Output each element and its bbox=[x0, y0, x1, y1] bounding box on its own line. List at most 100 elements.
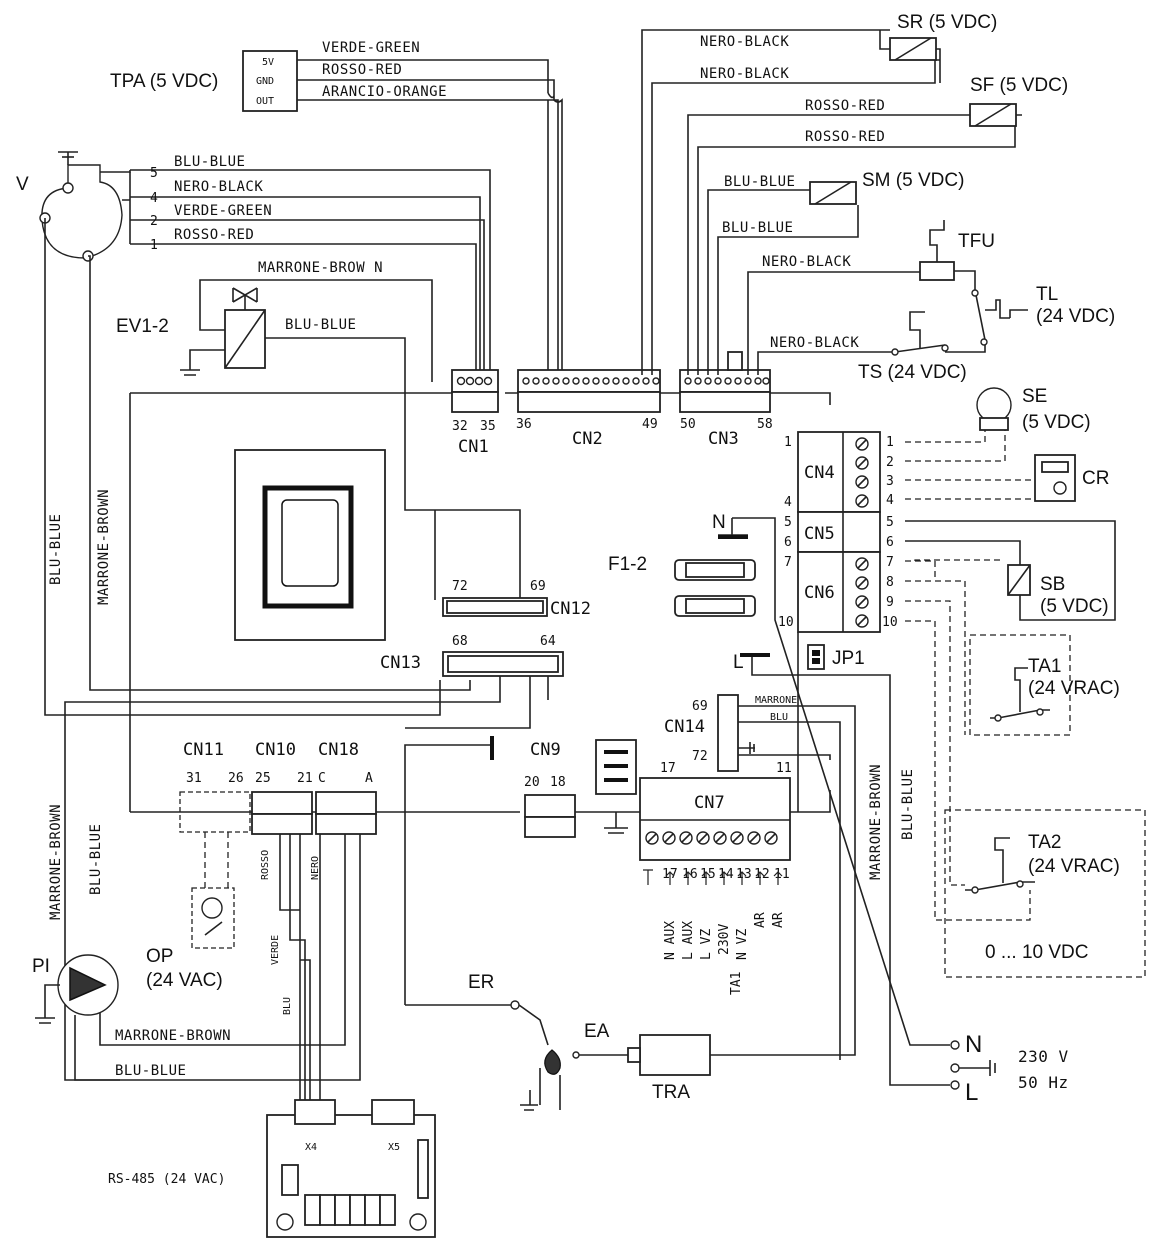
se-sensor bbox=[976, 387, 1012, 423]
cn12-label: CN12 bbox=[550, 599, 591, 619]
cn9-pin-b: 18 bbox=[550, 775, 566, 790]
x5-connector bbox=[371, 1099, 415, 1125]
cn4-screws bbox=[855, 437, 869, 508]
svg-text:N AUX: N AUX bbox=[663, 921, 678, 960]
cn13-label: CN13 bbox=[380, 653, 421, 673]
f12-label: F1-2 bbox=[608, 554, 647, 575]
op-volt: (24 VAC) bbox=[146, 970, 223, 991]
sm-label: SM (5 VDC) bbox=[862, 170, 964, 191]
wire-rosso-x4: ROSSO bbox=[260, 850, 271, 880]
svg-text:L VZ: L VZ bbox=[699, 929, 714, 960]
relay-block bbox=[595, 739, 637, 795]
wire-nero-fan: NERO-BLACK bbox=[174, 179, 263, 195]
wire-verde-tpa: VERDE-GREEN bbox=[322, 40, 420, 56]
mains-n: N bbox=[965, 1031, 982, 1058]
wire-rosso-tpa: ROSSO-RED bbox=[322, 62, 402, 78]
wire-blu-x4: BLU bbox=[282, 997, 293, 1015]
cn11-pin-a: 31 bbox=[186, 771, 202, 786]
cn11-label: CN11 bbox=[183, 740, 224, 760]
mains-frequency: 50 Hz bbox=[1018, 1073, 1069, 1092]
rs485-terminals bbox=[304, 1194, 396, 1226]
cr-label: CR bbox=[1082, 468, 1109, 489]
cn5-label: CN5 bbox=[804, 524, 835, 544]
jp1-jumper bbox=[807, 644, 825, 670]
jp1-label: JP1 bbox=[832, 648, 865, 669]
ev12-label: EV1-2 bbox=[116, 316, 169, 337]
tfu-thermostat bbox=[919, 261, 955, 281]
wire-blu-bottom: BLU-BLUE bbox=[115, 1063, 186, 1079]
wire-blu-cn14: BLU bbox=[770, 712, 788, 723]
svg-text:L AUX: L AUX bbox=[681, 921, 696, 960]
svg-text:5: 5 bbox=[886, 515, 894, 530]
svg-text:7: 7 bbox=[886, 555, 894, 570]
cn9-label: CN9 bbox=[530, 740, 561, 760]
n-label-board: N bbox=[712, 512, 726, 533]
cn18-connector bbox=[315, 791, 377, 815]
tl-label: TL bbox=[1036, 284, 1058, 305]
wire-nero-sr1: NERO-BLACK bbox=[700, 34, 789, 50]
cn3-label: CN3 bbox=[708, 429, 739, 449]
fan-v-label: V bbox=[16, 174, 29, 195]
cn3-pins bbox=[684, 377, 770, 385]
l-label-board: L bbox=[733, 652, 744, 673]
cn6-screws bbox=[855, 557, 869, 628]
cn1-label: CN1 bbox=[458, 437, 489, 457]
sr-label: SR (5 VDC) bbox=[897, 12, 997, 33]
wire-marrone-pump: MARRONE-BROWN bbox=[48, 804, 64, 920]
svg-text:4: 4 bbox=[886, 493, 894, 508]
cn6-label: CN6 bbox=[804, 583, 835, 603]
cn5-terminal bbox=[797, 511, 881, 553]
svg-text:9: 9 bbox=[886, 595, 894, 610]
cn18-label: CN18 bbox=[318, 740, 359, 760]
cn12-pin-a: 72 bbox=[452, 579, 468, 594]
cn14-connector bbox=[717, 694, 739, 772]
ts-label: TS (24 VDC) bbox=[858, 362, 967, 383]
wire-marrone-main: MARRONE-BROWN bbox=[868, 764, 884, 880]
wire-blu-main: BLU-BLUE bbox=[900, 769, 916, 840]
cn13-pin-b: 64 bbox=[540, 634, 556, 649]
wire-marrone-cn14: MARRONE bbox=[755, 695, 797, 706]
cn9-connector bbox=[524, 794, 576, 818]
wire-marrone-bottom: MARRONE-BROWN bbox=[115, 1028, 231, 1044]
svg-text:230V: 230V bbox=[717, 924, 732, 955]
ea-label: EA bbox=[584, 1021, 610, 1042]
er-label: ER bbox=[468, 972, 494, 993]
cn3-pin-a: 50 bbox=[680, 417, 696, 432]
cn1-pin-a: 32 bbox=[452, 419, 468, 434]
svg-text:AR: AR bbox=[753, 912, 768, 928]
wire-nero-tfu: NERO-BLACK bbox=[762, 254, 851, 270]
svg-text:TA1: TA1 bbox=[729, 972, 744, 995]
cn12-pin-b: 69 bbox=[530, 579, 546, 594]
cn4-pin-b: 4 bbox=[784, 495, 792, 510]
cn9-pin-a: 20 bbox=[524, 775, 540, 790]
cn5-pin-b: 6 bbox=[784, 535, 792, 550]
ta2-volt: (24 VRAC) bbox=[1028, 856, 1120, 877]
cn6-pin-a: 7 bbox=[784, 555, 792, 570]
wire-nero-x4: NERO bbox=[310, 856, 321, 880]
tpa-label: TPA (5 VDC) bbox=[110, 71, 218, 92]
cn10-pin-b: 21 bbox=[297, 771, 313, 786]
cn5-pin-a: 5 bbox=[784, 515, 792, 530]
tfu-label: TFU bbox=[958, 231, 995, 252]
tra-label: TRA bbox=[652, 1082, 690, 1103]
cn1-pin-b: 35 bbox=[480, 419, 496, 434]
cn7-function-labels: N AUX L AUX L VZ 230V N VZ AR AR TA1 bbox=[663, 912, 786, 995]
mains-voltage: 230 V bbox=[1018, 1047, 1069, 1066]
wire-verde-fan: VERDE-GREEN bbox=[174, 203, 272, 219]
cn2-pin-b: 49 bbox=[642, 417, 658, 432]
cn14-label: CN14 bbox=[664, 717, 705, 737]
svg-text:N VZ: N VZ bbox=[735, 929, 750, 960]
display-frame bbox=[234, 449, 386, 641]
wire-blu-left: BLU-BLUE bbox=[48, 514, 64, 585]
mains-l: L bbox=[965, 1079, 978, 1106]
burner-flame bbox=[544, 1049, 561, 1075]
wire-rosso-sf1: ROSSO-RED bbox=[805, 98, 885, 114]
svg-text:8: 8 bbox=[886, 575, 894, 590]
svg-text:10: 10 bbox=[882, 615, 898, 630]
wire-blu-ev: BLU-BLUE bbox=[285, 317, 356, 333]
ta1-volt: (24 VRAC) bbox=[1028, 678, 1120, 699]
cn18-pin-a: C bbox=[318, 771, 326, 786]
tra-transformer bbox=[639, 1034, 711, 1076]
cn13-pin-a: 68 bbox=[452, 634, 468, 649]
